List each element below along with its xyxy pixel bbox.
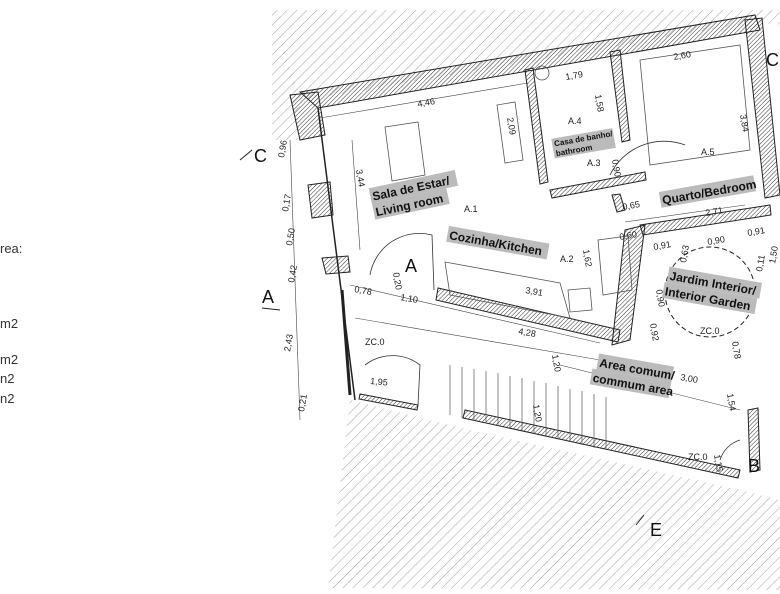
dim-text: 3,91 — [525, 285, 544, 298]
area-value-4: n2 — [0, 391, 15, 406]
section-marker-b: B — [748, 456, 760, 476]
dim-text: 2,43 — [282, 333, 295, 352]
dim-text: 1,15 — [712, 454, 725, 473]
dim-text: 1,20 — [531, 404, 544, 423]
dim-text: 1,54 — [725, 393, 738, 412]
dim-text: 1,50 — [767, 245, 780, 264]
bedroom-label: Quarto/Bedroom — [661, 177, 757, 207]
dim-text: 1,62 — [581, 249, 594, 268]
room-code: A.2 — [560, 254, 574, 264]
dim-text: 0,91 — [747, 225, 766, 238]
dim-text: 0,17 — [280, 193, 293, 212]
section-arrow-icon — [261, 307, 281, 311]
dim-text: 0,63 — [678, 244, 691, 263]
section-marker-c: C — [254, 146, 267, 166]
dim-text: 2,60 — [673, 49, 692, 62]
area-value-3: n2 — [0, 371, 15, 386]
section-arrow-icon — [239, 149, 253, 161]
kitchen-label: Cozinha/Kitchen — [448, 228, 543, 258]
dim-text: 0,11 — [754, 254, 767, 272]
dim-text: 0,91 — [653, 239, 672, 252]
furniture — [384, 44, 751, 319]
area-label: rea: — [0, 241, 23, 256]
dim-text: 0,96 — [276, 139, 289, 158]
section-marker-a: A — [262, 287, 274, 307]
door-swings — [364, 140, 741, 461]
section-marker-a: A — [405, 256, 417, 276]
room-code: ZC.0 — [700, 326, 720, 336]
area-value-2: m2 — [0, 352, 19, 367]
interior-wall-line — [317, 107, 356, 401]
dim-text: 3,84 — [738, 114, 751, 133]
dim-text: 0,60 — [619, 229, 638, 242]
room-code: A.4 — [568, 116, 582, 126]
section-arrow-icon — [635, 514, 645, 526]
dim-text: 0,65 — [622, 199, 641, 212]
dim-text: 0,50 — [284, 227, 297, 246]
dim-text: 0,20 — [391, 272, 404, 291]
section-markers: C C A A B E — [239, 50, 779, 540]
dim-text: 0,78 — [730, 341, 743, 360]
room-code: ZC.0 — [688, 452, 708, 462]
room-code: A.1 — [464, 204, 478, 214]
interior-wall-line — [340, 289, 352, 396]
dim-text: 1,58 — [593, 94, 606, 113]
dim-text: 0,92 — [648, 323, 661, 342]
section-marker-e: E — [650, 520, 662, 540]
area-value-1: m2 — [0, 316, 19, 331]
stairs — [449, 365, 607, 450]
dim-text: 1,95 — [370, 376, 388, 387]
dim-text: 0,78 — [354, 284, 373, 297]
dim-text: 4,28 — [518, 326, 537, 339]
dim-text: 0,21 — [296, 393, 309, 412]
dim-text: 1,10 — [400, 292, 419, 305]
dim-text: 1,20 — [550, 354, 563, 373]
room-labels: Sala de Estar/ Living room A.1 Cozinha/K… — [365, 116, 763, 462]
dim-text: 0,90 — [707, 234, 726, 247]
dim-text: 0,90 — [610, 159, 623, 178]
dimensions: 4,46 2,09 1,79 1,58 2,60 3,84 3,44 0,90 … — [276, 49, 780, 473]
dim-text: 3,44 — [354, 169, 367, 188]
room-code: A.3 — [587, 158, 601, 168]
room-code: A.5 — [701, 147, 715, 157]
section-marker-c: C — [766, 50, 779, 70]
dim-text: 4,46 — [417, 96, 436, 109]
dim-text: 2,71 — [705, 205, 724, 218]
dim-text: 3,00 — [680, 372, 699, 385]
exterior-hatch-bottom — [328, 400, 780, 590]
dim-text: 0,42 — [286, 264, 299, 283]
dim-text: 2,09 — [505, 117, 518, 136]
room-code: ZC.0 — [365, 337, 385, 347]
dim-text: 1,79 — [565, 69, 584, 82]
